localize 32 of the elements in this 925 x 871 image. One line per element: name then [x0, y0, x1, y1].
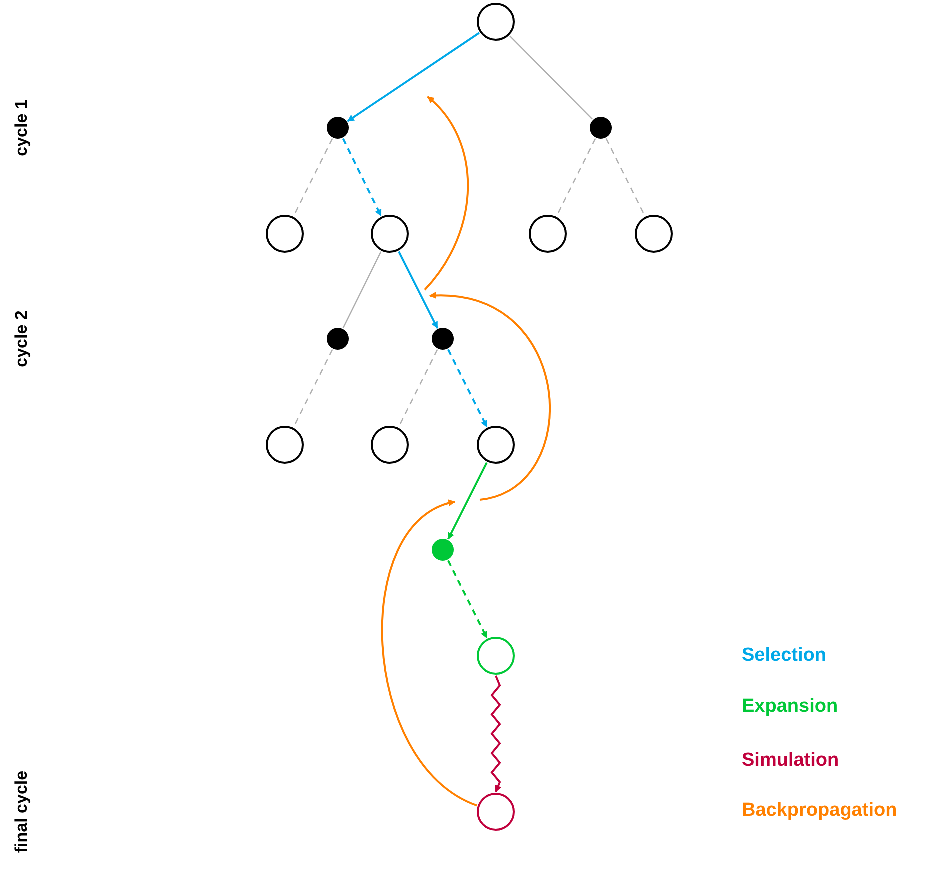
tree-edge	[342, 252, 382, 329]
legend-label: Backpropagation	[742, 800, 898, 822]
legend-label: Selection	[742, 645, 826, 667]
tree-edge	[510, 36, 594, 120]
wavy-arrow	[490, 676, 502, 793]
tree-node-circle	[635, 215, 673, 253]
tree-node-circle	[477, 793, 515, 831]
tree-node-circle	[529, 215, 567, 253]
arrow	[447, 349, 488, 428]
arrow	[447, 560, 488, 639]
arrow	[347, 32, 480, 122]
tree-node-circle	[477, 426, 515, 464]
filled-node-circle	[327, 117, 349, 139]
cycle-label: final cycle	[12, 770, 32, 854]
tree-node-circle	[371, 426, 409, 464]
arrow	[342, 138, 382, 217]
tree-node-circle	[266, 426, 304, 464]
filled-node-circle	[432, 539, 454, 561]
tree-node-circle	[477, 637, 515, 675]
filled-node-circle	[327, 328, 349, 350]
tree-node-circle	[477, 3, 515, 41]
filled-node-circle	[590, 117, 612, 139]
legend-label: Simulation	[742, 750, 840, 772]
legend-label: Expansion	[742, 696, 838, 718]
filled-node-circle	[432, 328, 454, 350]
tree-node-circle	[371, 215, 409, 253]
arrow	[448, 462, 488, 540]
cycle-label: cycle 1	[12, 100, 32, 156]
arrow	[382, 500, 478, 807]
cycle-label: cycle 2	[12, 310, 32, 368]
arrow	[398, 251, 438, 329]
tree-node-circle	[266, 215, 304, 253]
